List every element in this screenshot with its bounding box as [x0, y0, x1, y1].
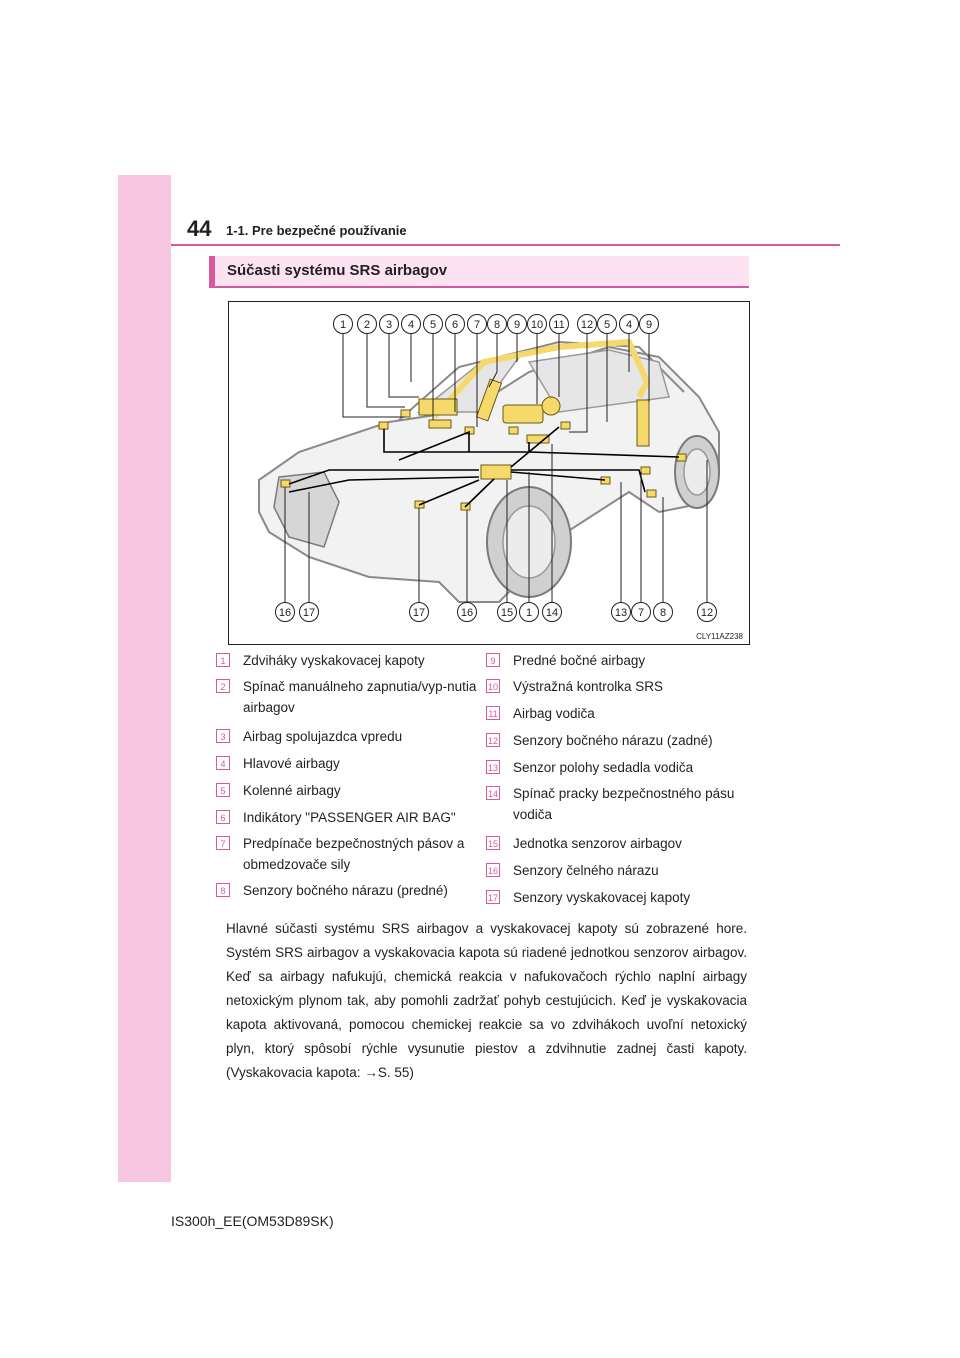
legend-number: 16	[486, 863, 500, 877]
legend-number: 15	[486, 836, 500, 850]
legend-text: Kolenné airbagy	[243, 783, 341, 798]
car-illustration	[258, 332, 720, 603]
legend-text: Senzory vyskakovacej kapoty	[513, 890, 691, 905]
callout-number: 4	[619, 314, 639, 334]
callout-number: 16	[457, 602, 477, 622]
legend-number: 1	[216, 653, 230, 667]
header-divider	[171, 244, 840, 246]
callout-number: 1	[519, 602, 539, 622]
airbag-sensor-unit	[480, 464, 512, 480]
legend-text: Senzory bočného nárazu (predné)	[243, 883, 448, 898]
legend-number: 2	[216, 679, 230, 693]
legend-number: 10	[486, 679, 500, 693]
callout-number: 17	[299, 602, 319, 622]
legend-text: Jednotka senzorov airbagov	[513, 836, 682, 851]
callout-number: 2	[357, 314, 377, 334]
callout-number: 6	[445, 314, 465, 334]
legend-text: Indikátory "PASSENGER AIR BAG"	[243, 810, 456, 825]
callout-number: 14	[542, 602, 562, 622]
callout-number: 7	[631, 602, 651, 622]
callout-number: 15	[497, 602, 517, 622]
legend-text: Senzory bočného nárazu (zadné)	[513, 733, 713, 748]
callout-number: 9	[507, 314, 527, 334]
callout-number: 10	[527, 314, 547, 334]
legend-number: 14	[486, 786, 500, 800]
driver-airbag	[502, 404, 544, 424]
legend-text: Zdviháky vyskakovacej kapoty	[243, 653, 425, 668]
page-number: 44	[187, 216, 212, 241]
section-title: Súčasti systému SRS airbagov	[227, 262, 448, 279]
callout-number: 4	[401, 314, 421, 334]
section-heading-bar: Súčasti systému SRS airbagov	[209, 256, 749, 288]
footer-doc-code: IS300h_EE(OM53D89SK)	[171, 1213, 334, 1229]
callout-number: 5	[423, 314, 443, 334]
callout-number: 1	[333, 314, 353, 334]
callout-number: 3	[379, 314, 399, 334]
sidebar-tab	[118, 175, 171, 1182]
rear-side-airbag	[636, 399, 650, 447]
legend-text: Senzor polohy sedadla vodiča	[513, 760, 694, 775]
legend-number: 7	[216, 836, 230, 850]
callout-number: 5	[597, 314, 617, 334]
legend-text: Predpínače bezpečnostných pásov a obmedz…	[243, 836, 465, 872]
legend-number: 9	[486, 653, 500, 667]
callout-number: 8	[653, 602, 673, 622]
legend-text: Senzory čelného nárazu	[513, 863, 659, 878]
legend-number: 11	[486, 706, 500, 720]
legend-number: 4	[216, 756, 230, 770]
seat-side-airbag	[475, 378, 503, 422]
passenger-airbag	[418, 398, 458, 416]
callout-number: 9	[639, 314, 659, 334]
legend-text: Predné bočné airbagy	[513, 653, 646, 668]
legend-number: 5	[216, 783, 230, 797]
wiring-harness	[288, 426, 680, 508]
legend-text: Výstražná kontrolka SRS	[513, 679, 664, 694]
callout-number: 11	[549, 314, 569, 334]
callout-number: 12	[577, 314, 597, 334]
callout-leaders	[284, 332, 708, 602]
callout-number: 12	[697, 602, 717, 622]
steering-wheel-airbag	[541, 396, 561, 416]
legend-text: Airbag vodiča	[513, 706, 595, 721]
figure-code: CLY11AZ238	[696, 632, 743, 641]
legend-number: 17	[486, 890, 500, 904]
legend-number: 13	[486, 760, 500, 774]
legend-text: Spínač manuálneho zapnutia/vyp-nutia air…	[243, 679, 477, 715]
callout-number: 7	[467, 314, 487, 334]
legend-text: Spínač pracky bezpečnostného pásu vodiča	[513, 786, 735, 822]
body-paragraph: Hlavné súčasti systému SRS airbagov a vy…	[226, 921, 747, 1080]
legend-text: Hlavové airbagy	[243, 756, 340, 771]
callout-number: 17	[409, 602, 429, 622]
legend-number: 3	[216, 729, 230, 743]
curtain-airbag	[431, 339, 650, 420]
callout-number: 13	[611, 602, 631, 622]
legend-number: 12	[486, 733, 500, 747]
header-section-title: 1-1. Pre bezpečné používanie	[226, 223, 407, 238]
callout-number: 16	[275, 602, 295, 622]
callout-number: 8	[487, 314, 507, 334]
legend-number: 8	[216, 883, 230, 897]
legend-text: Airbag spolujazdca vpredu	[243, 729, 403, 744]
legend-number: 6	[216, 810, 230, 824]
section-accent	[209, 256, 215, 286]
